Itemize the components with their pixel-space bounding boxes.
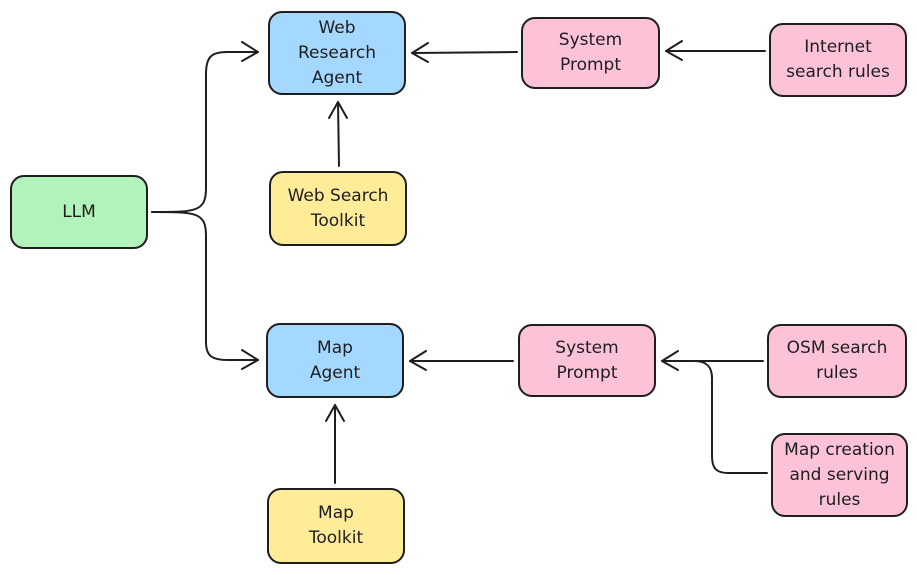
edge-internet-rules-to-system-prompt-web — [665, 40, 766, 61]
edge-osm-rules-to-system-prompt-map — [661, 350, 764, 371]
edge-map-creation-rules-to-system-prompt-map — [693, 360, 768, 474]
system-prompt-map-node: System Prompt — [518, 324, 656, 397]
map-agent-node: Map Agent — [266, 323, 404, 398]
web-search-toolkit-node: Web Search Toolkit — [269, 171, 407, 246]
map-creation-rules-node: Map creation and serving rules — [771, 433, 908, 517]
llm-node: LLM — [10, 175, 148, 249]
web-research-agent-node: Web Research Agent — [268, 11, 406, 95]
edge-web-toolkit-to-web-agent — [328, 101, 348, 167]
map-toolkit-node: Map Toolkit — [267, 488, 405, 564]
edge-llm-to-web-agent — [151, 41, 259, 213]
osm-search-rules-node: OSM search rules — [767, 324, 907, 398]
internet-search-rules-node: Internet search rules — [769, 23, 907, 97]
edge-system-prompt-web-to-web-agent — [411, 42, 518, 63]
edge-map-toolkit-to-map-agent — [325, 404, 345, 484]
edge-llm-to-map-agent — [151, 211, 259, 370]
edge-system-prompt-map-to-map-agent — [409, 350, 514, 371]
system-prompt-web-node: System Prompt — [521, 17, 660, 89]
